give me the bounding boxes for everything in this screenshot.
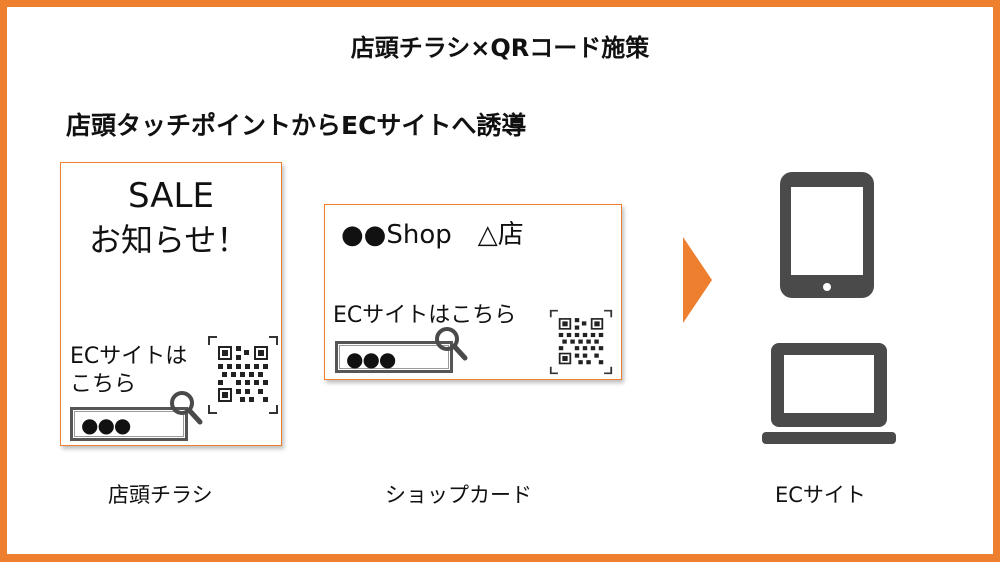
magnifier-icon [170,391,203,425]
flyer-card: SALE お知らせ！ ECサイトは こちら ●●● [60,162,282,446]
qr-code-icon [208,336,278,414]
qr-code-icon [549,309,613,375]
flyer-ec-text: ECサイトは こちら [70,344,188,397]
tablet-icon [780,172,874,298]
flyer-search-box: ●●● [70,407,188,441]
flyer-search-value: ●●● [81,413,131,437]
ec-site-caption: ECサイト [775,483,866,507]
shop-card: ●●Shop △店 ECサイトはこちら ●●● [324,204,622,380]
play-arrow-icon [683,237,712,323]
shop-card-search-box: ●●● [335,341,453,373]
slide-subtitle: 店頭タッチポイントからECサイトへ誘導 [66,111,527,140]
laptop-icon [762,343,896,444]
shop-card-ec-text: ECサイトはこちら [333,303,517,328]
flyer-caption: 店頭チラシ [108,483,213,507]
flyer-sale-heading: SALE [128,176,214,216]
shop-card-search-value: ●●● [346,347,396,371]
magnifier-icon [435,327,468,361]
shop-card-caption: ショップカード [385,483,532,507]
shop-card-name: ●●Shop △店 [341,220,524,250]
slide-title: 店頭チラシ×QRコード施策 [350,34,650,62]
flyer-notice: お知らせ！ [89,221,249,259]
